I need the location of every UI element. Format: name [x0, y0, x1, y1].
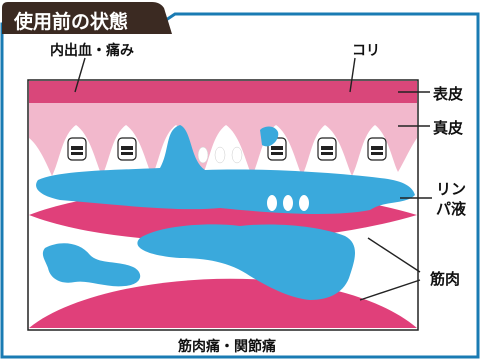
label-muscle-joint-pain: 筋肉痛・関節痛 — [178, 339, 276, 355]
dermis-layer — [29, 103, 417, 176]
page-title: 使用前の状態 — [14, 11, 129, 33]
white-dots-lymph — [267, 195, 309, 211]
pointer-lines — [74, 57, 432, 301]
label-epidermis: 表皮 — [433, 85, 464, 103]
title-tab-shape — [2, 2, 172, 34]
lymph-lower — [137, 224, 355, 300]
lymph-upper — [36, 125, 416, 214]
epidermis-layer — [29, 81, 417, 103]
label-bruise-pain: 内出血・痛み — [50, 43, 134, 59]
label-lymph-line2: パ液 — [436, 200, 467, 218]
follicle-marks — [71, 146, 383, 155]
lymph-left-lower — [42, 243, 141, 287]
label-dermis: 真皮 — [433, 119, 464, 137]
label-stiffness: コリ — [352, 43, 380, 59]
label-muscle: 筋肉 — [430, 270, 461, 288]
lymph-small-upper — [260, 126, 279, 147]
white-dots-upper — [197, 146, 243, 164]
label-lymph-line1: リン — [436, 180, 467, 198]
title-tab: 使用前の状態 — [2, 2, 172, 34]
